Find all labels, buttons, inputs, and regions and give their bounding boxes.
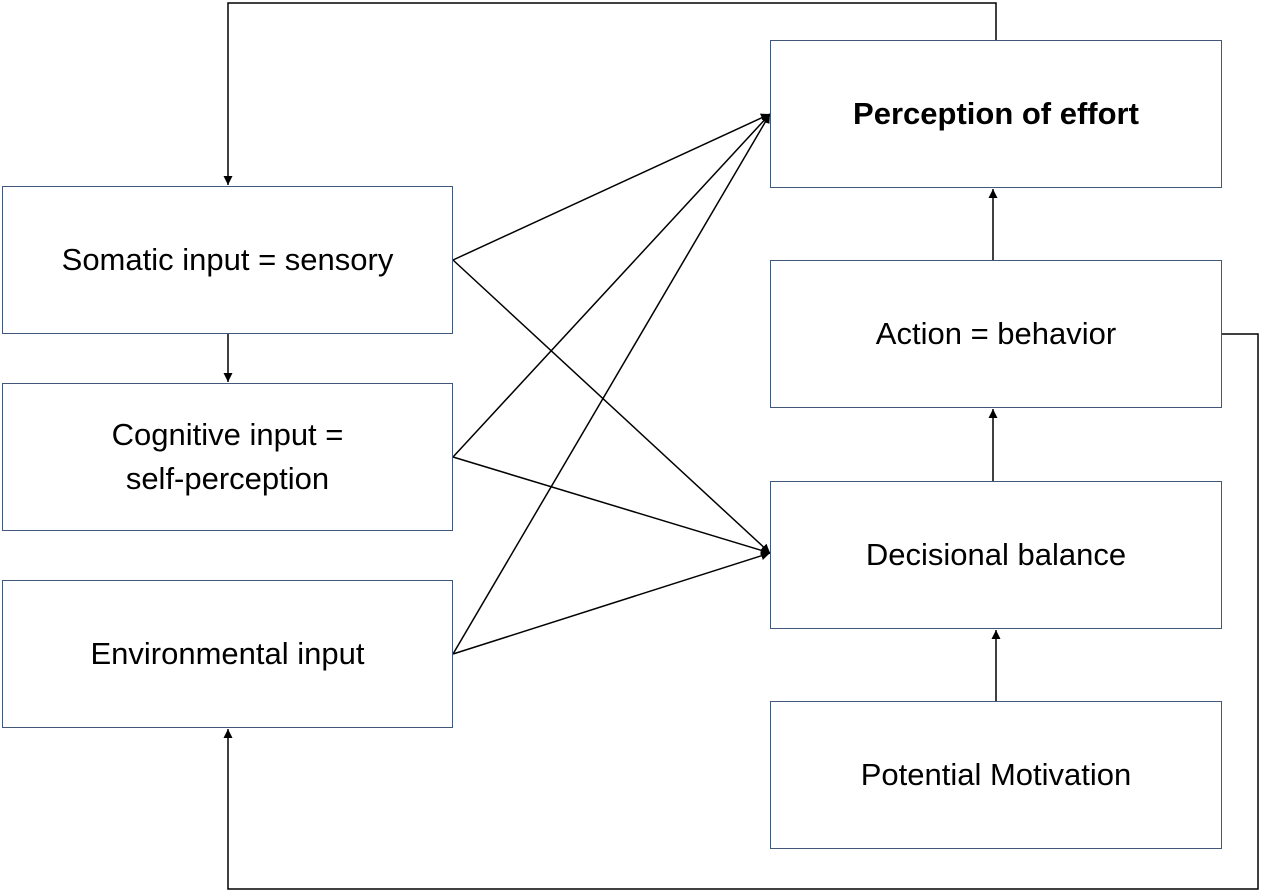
node-cognitive-input: Cognitive input = self-perception	[2, 383, 453, 531]
node-motivation-label: Potential Motivation	[860, 757, 1132, 792]
node-cognitive-label-line1: Cognitive input =	[111, 417, 344, 452]
edge-effort-to-somatic	[223, 2, 997, 185]
node-perception-of-effort: Perception of effort	[770, 40, 1222, 188]
edge-somatic-to-decision	[452, 259, 771, 554]
node-decision-label: Decisional balance	[865, 537, 1127, 572]
node-effort-label: Perception of effort	[853, 96, 1139, 131]
node-potential-motivation: Potential Motivation	[770, 701, 1222, 849]
edge-cognitive-to-effort	[452, 113, 771, 458]
node-action-label: Action = behavior	[875, 316, 1117, 351]
node-cognitive-label-line2: self-perception	[125, 461, 330, 496]
node-somatic-input: Somatic input = sensory	[2, 186, 453, 334]
edge-environmental-to-effort	[452, 113, 771, 655]
edge-action-to-environmental	[223, 333, 1259, 890]
node-action-behavior: Action = behavior	[770, 260, 1222, 408]
node-somatic-label: Somatic input = sensory	[61, 242, 394, 277]
node-decisional-balance: Decisional balance	[770, 481, 1222, 629]
edge-somatic-to-effort	[452, 113, 771, 261]
node-environmental-label: Environmental input	[90, 636, 365, 671]
edge-environmental-to-decision	[452, 551, 771, 655]
edge-cognitive-to-decision	[452, 456, 771, 555]
node-environmental-input: Environmental input	[2, 580, 453, 728]
